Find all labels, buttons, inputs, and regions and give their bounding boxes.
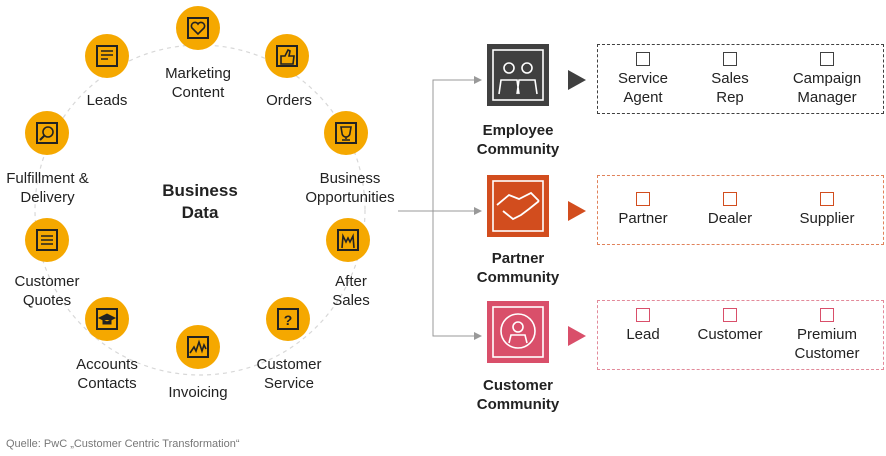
person-icon	[723, 52, 737, 66]
data-person-icon	[492, 306, 544, 358]
triangle-customer	[568, 326, 586, 346]
person-icon	[723, 192, 737, 206]
arrow-employee	[474, 76, 482, 84]
person-icon	[723, 308, 737, 322]
fulfillment-delivery-label: Fulfillment &Delivery	[6, 170, 89, 206]
triangle-partner	[568, 201, 586, 221]
heart-icon	[187, 17, 209, 39]
source-note: Quelle: PwC „Customer Centric Transforma…	[6, 438, 240, 450]
person-icon	[636, 308, 650, 322]
hands-icon	[337, 229, 359, 251]
question-icon: ?	[277, 308, 299, 330]
svg-text:?: ?	[284, 312, 293, 328]
thumbs-up-icon	[276, 45, 298, 67]
person-icon	[636, 192, 650, 206]
partner-community-icon	[487, 175, 549, 237]
person-icon	[820, 308, 834, 322]
role-customer: Customer	[690, 308, 770, 344]
leads-node	[85, 34, 129, 78]
people-icon	[492, 49, 544, 101]
trophy-icon	[335, 122, 357, 144]
employee-roles-box	[597, 44, 884, 114]
person-icon	[820, 52, 834, 66]
handshake-icon	[492, 180, 544, 232]
arrow-customer	[474, 332, 482, 340]
chart-icon	[187, 336, 209, 358]
leads-label: Leads	[86, 92, 128, 109]
role-partner: Partner	[603, 192, 683, 228]
magnifier-icon	[36, 122, 58, 144]
customer-quotes-node	[25, 218, 69, 262]
person-icon	[820, 192, 834, 206]
person-icon	[636, 52, 650, 66]
role-dealer: Dealer	[690, 192, 770, 228]
document-icon	[36, 229, 58, 251]
employee-community-icon	[487, 44, 549, 106]
line-to-employee	[432, 79, 474, 211]
marketing-content-node	[176, 6, 220, 50]
orders-label: Orders	[266, 92, 312, 109]
partner-roles-box	[597, 175, 884, 245]
customer-roles-box	[597, 300, 884, 370]
fulfillment-delivery-node	[25, 111, 69, 155]
chat-icon	[96, 45, 118, 67]
line-to-customer	[432, 211, 474, 337]
triangle-employee	[568, 70, 586, 90]
customer-service-node: ?	[266, 297, 310, 341]
accounts-contacts-node	[85, 297, 129, 341]
after-sales-node	[326, 218, 370, 262]
arrow-partner	[474, 207, 482, 215]
role-lead: Lead	[603, 308, 683, 344]
graduation-cap-icon	[96, 308, 118, 330]
orders-node	[265, 34, 309, 78]
invoicing-node	[176, 325, 220, 369]
role-supplier: Supplier	[777, 192, 877, 228]
customer-community-icon	[487, 301, 549, 363]
invoicing-label: Invoicing	[168, 384, 228, 401]
business-opportunities-node	[324, 111, 368, 155]
